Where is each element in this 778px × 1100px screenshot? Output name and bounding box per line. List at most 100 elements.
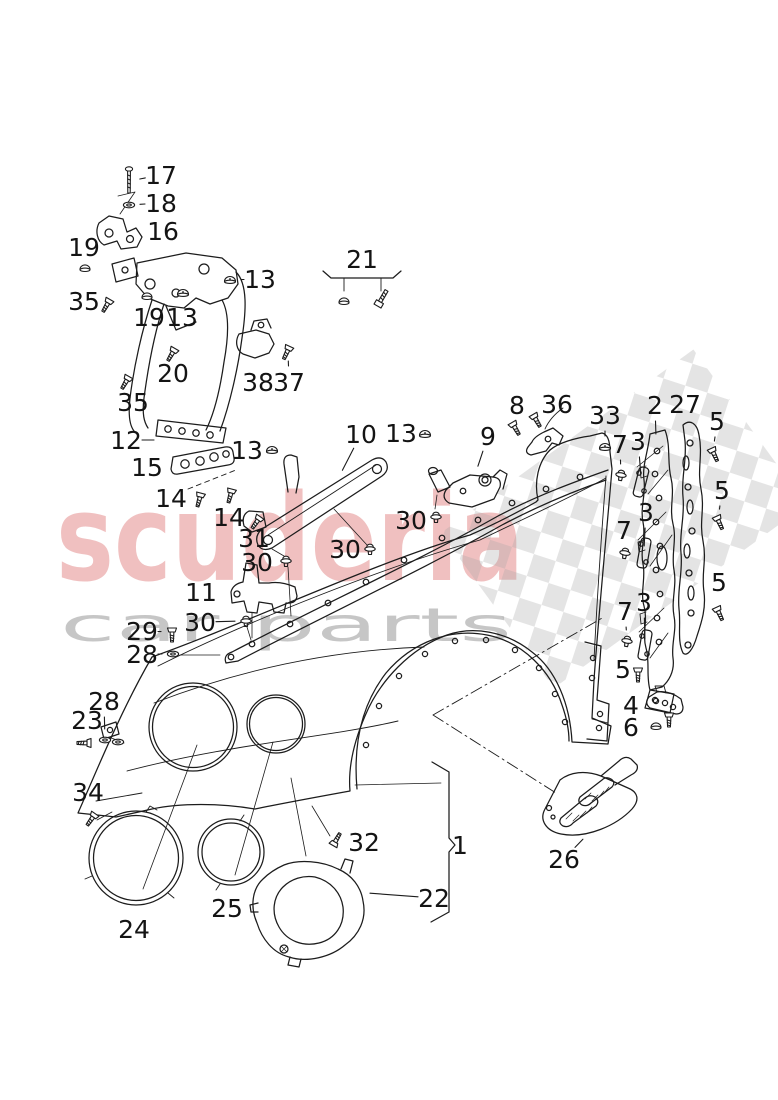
- screw-glyph: [101, 296, 115, 313]
- callout-number-2: 2: [647, 391, 663, 420]
- clip-glyph: [176, 289, 190, 297]
- callout-leader-line: [638, 456, 642, 474]
- screw-glyph: [711, 604, 725, 622]
- washer-glyph: [98, 736, 112, 744]
- callout-number-24: 24: [118, 915, 150, 944]
- callout-number-17: 17: [145, 161, 177, 190]
- checkered-flag-watermark: [440, 349, 778, 689]
- callout-number-32: 32: [348, 828, 380, 857]
- screw-glyph: [226, 487, 237, 504]
- callout-number-30: 30: [329, 535, 361, 564]
- bolt-glyph: [373, 289, 389, 309]
- callout-leader-line: [369, 892, 419, 898]
- callout-number-33: 33: [589, 401, 621, 430]
- callout-leader-line: [477, 450, 484, 467]
- callout-number-12: 12: [110, 426, 142, 455]
- callout-number-22: 22: [418, 884, 450, 913]
- washer-glyph: [166, 650, 180, 658]
- callout-leader-line: [341, 447, 355, 471]
- callout-number-9: 9: [480, 422, 496, 451]
- callout-leader-line: [643, 617, 646, 640]
- part-bracket-36: [525, 407, 564, 456]
- screw-glyph: [632, 667, 644, 683]
- callout-number-37: 37: [273, 368, 305, 397]
- callout-number-4: 4: [623, 691, 639, 720]
- part-clamp-4: [646, 685, 684, 715]
- screw-glyph: [166, 627, 178, 643]
- screw-glyph: [76, 737, 92, 749]
- clip-glyph: [265, 446, 279, 454]
- grommet-glyph: [240, 615, 252, 628]
- screw-glyph: [85, 810, 100, 827]
- callout-leader-line: [643, 527, 646, 547]
- screw-glyph: [281, 343, 295, 361]
- part-fender-body: [77, 432, 613, 890]
- grommet-glyph: [619, 547, 631, 560]
- callout-number-27: 27: [669, 390, 701, 419]
- grommet-glyph: [364, 543, 376, 556]
- clip-glyph: [598, 443, 612, 451]
- callout-number-10: 10: [345, 420, 377, 449]
- callout-number-5: 5: [714, 476, 730, 505]
- callout-number-5: 5: [711, 568, 727, 597]
- callout-leader-line: [574, 838, 584, 848]
- callout-number-36: 36: [541, 390, 573, 419]
- callout-number-23: 23: [71, 706, 103, 735]
- clip-glyph: [223, 276, 237, 284]
- callout-number-18: 18: [145, 189, 177, 218]
- part-bracket-9: [427, 466, 508, 510]
- callout-number-31: 31: [238, 524, 270, 553]
- callout-number-16: 16: [147, 217, 179, 246]
- callout-number-15: 15: [131, 453, 163, 482]
- callout-number-26: 26: [548, 845, 580, 874]
- line-art: [77, 191, 706, 968]
- part-vent-26: [432, 616, 638, 836]
- callout-number-7: 7: [612, 430, 628, 459]
- callout-leader-line: [139, 177, 146, 180]
- callout-number-34: 34: [72, 778, 104, 807]
- washer-glyph: [122, 201, 136, 209]
- callout-leader-line: [215, 620, 236, 623]
- grommet-glyph: [280, 555, 292, 568]
- callout-group-bracket-21: [322, 270, 402, 292]
- callout-number-6: 6: [623, 713, 639, 742]
- screw-glyph: [195, 491, 206, 508]
- callout-number-5: 5: [709, 407, 725, 436]
- callout-number-13: 13: [166, 303, 198, 332]
- part-ring-25: [197, 814, 265, 891]
- screw-glyph: [711, 513, 725, 531]
- part-plate-15: [170, 446, 237, 490]
- part-rail-10: [242, 454, 388, 617]
- callout-leader-line: [713, 436, 716, 442]
- callout-number-13: 13: [231, 436, 263, 465]
- callout-number-35: 35: [68, 287, 100, 316]
- pin-glyph: [124, 166, 134, 194]
- callout-number-30: 30: [395, 506, 427, 535]
- callout-number-19: 19: [68, 233, 100, 262]
- grommet-glyph: [615, 469, 627, 482]
- callout-number-28: 28: [126, 640, 158, 669]
- part-bracket-38: [236, 318, 275, 359]
- callout-number-8: 8: [509, 391, 525, 420]
- callout-number-7: 7: [616, 516, 632, 545]
- dome-glyph: [650, 722, 662, 731]
- callout-number-5: 5: [615, 655, 631, 684]
- callout-number-21: 21: [346, 245, 378, 274]
- part-ring-24: [84, 805, 184, 906]
- grommet-glyph: [621, 635, 633, 648]
- callout-number-13: 13: [244, 265, 276, 294]
- callout-number-3: 3: [636, 588, 652, 617]
- callout-number-30: 30: [184, 608, 216, 637]
- callout-number-35: 35: [117, 388, 149, 417]
- callout-number-20: 20: [157, 359, 189, 388]
- screw-glyph: [706, 445, 720, 463]
- callout-number-7: 7: [617, 597, 633, 626]
- screw-glyph: [120, 373, 134, 390]
- callout-number-14: 14: [155, 484, 187, 513]
- callout-number-25: 25: [211, 894, 243, 923]
- dome-glyph: [79, 264, 91, 273]
- callout-number-14: 14: [213, 503, 245, 532]
- callout-number-11: 11: [185, 578, 217, 607]
